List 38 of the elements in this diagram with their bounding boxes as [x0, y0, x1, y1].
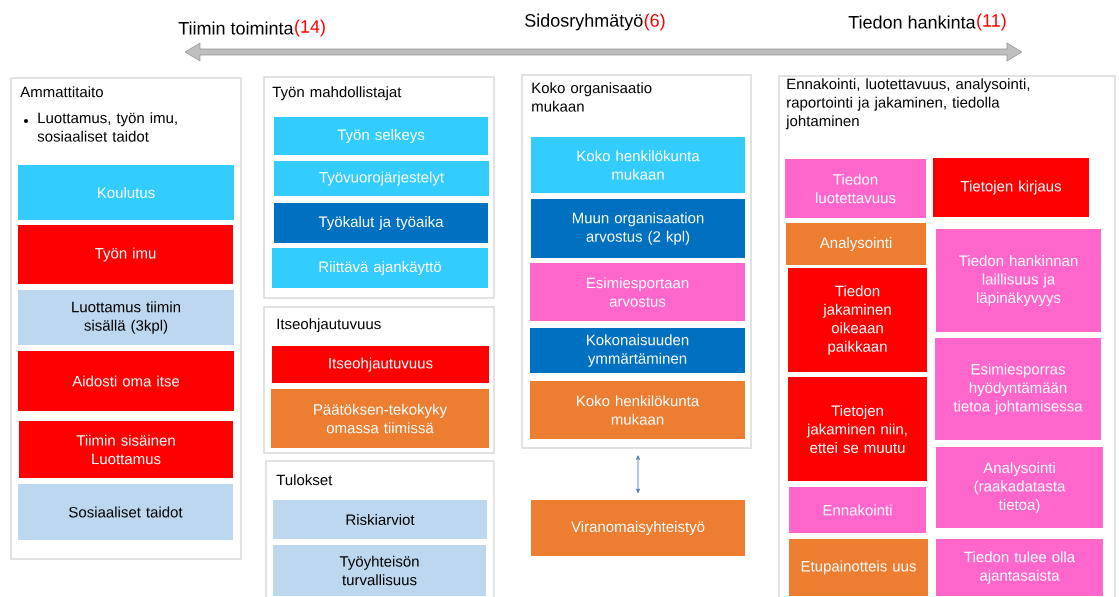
category-label: Tiimin toiminta [178, 21, 294, 35]
category-box: Päätöksen-tekokyky omassa tiimissä [271, 389, 489, 448]
category-box: Tiedon luotettavuus [785, 159, 926, 218]
category-box: Esimiesportaan arvostus [530, 263, 745, 321]
category-box: Tiedon tulee olla ajantasaista [936, 539, 1103, 596]
category-box: Koko henkilökunta mukaan [531, 137, 745, 193]
category-box: Analysointi (raakadatasta tietoa) [936, 447, 1103, 528]
count-label: (11) [977, 13, 1006, 31]
category-box: Itseohjautuvuus [272, 346, 489, 383]
category-box: Viranomaisyhteistyö [531, 500, 745, 556]
category-box: Riskiarviot [273, 500, 487, 539]
category-box: Tietojen jakaminen niin, ettei se muutu [788, 377, 927, 481]
category-box: Työyhteisön turvallisuus [273, 545, 486, 596]
category-box: Työkalut ja työaika [274, 203, 488, 243]
category-box: Sosiaaliset taidot [18, 484, 233, 540]
category-label: Tiedon hankinta [848, 15, 976, 29]
category-box: Aidosti oma itse [18, 351, 234, 411]
category-box: Koulutus [18, 165, 234, 220]
count-label: (14) [295, 19, 325, 37]
category-box: Riittävä ajankäyttö [272, 248, 488, 288]
category-box: Ennakointi [789, 487, 926, 533]
category-box: Tiedon jakaminen oikeaan paikkaan [788, 268, 927, 372]
category-box: Analysointi [786, 223, 926, 265]
category-box: Luottamus tiimin sisällä (3kpl) [18, 290, 234, 345]
category-box: Työvuorojärjestelyt [274, 161, 489, 196]
category-box: Kokonaisuuden ymmärtäminen [530, 328, 745, 373]
category-box: Esimiesporras hyödyntämään tietoa johtamisessa [935, 338, 1101, 440]
count-label: (6) [644, 13, 665, 31]
category-box: Tietojen kirjaus [933, 158, 1089, 217]
category-box: Koko henkilökunta mukaan [530, 381, 745, 439]
category-box: Tiedon hankinnan laillisuus ja läpinäkyvyys [936, 229, 1101, 332]
category-box: Tiimin sisäinen Luottamus [19, 421, 233, 478]
category-box: Työn imu [18, 225, 233, 284]
category-box: Muun organisaation arvostus (2 kpl) [531, 199, 745, 258]
arrow [636, 455, 640, 494]
category-box: Työn selkeys [274, 117, 488, 155]
category-label: Sidosryhmätyö [525, 13, 643, 31]
category-box: Etupainotteis uus [789, 539, 928, 596]
